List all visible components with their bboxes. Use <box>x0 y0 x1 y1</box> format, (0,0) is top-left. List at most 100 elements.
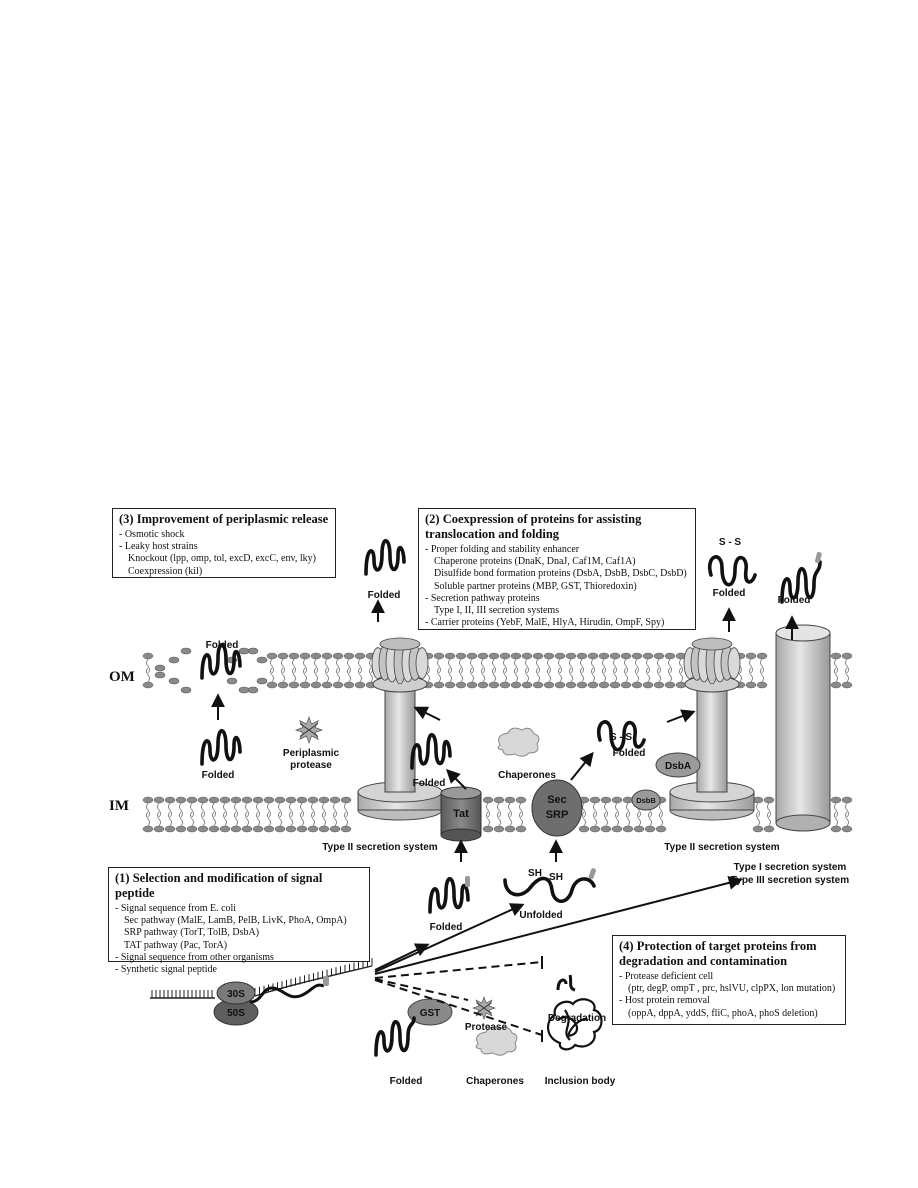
lipid-head <box>285 796 297 804</box>
lipid-tail <box>292 667 296 683</box>
lipid-head <box>642 652 654 660</box>
lipid-head <box>142 652 154 660</box>
lipid-head <box>433 681 445 689</box>
lipid-head <box>752 825 764 833</box>
lipid-head <box>197 796 209 804</box>
lipid-head <box>354 681 366 689</box>
lipid-head <box>499 652 511 660</box>
lipid-tail <box>303 658 307 674</box>
box4-title-1: (4) Protection of target proteins from <box>619 939 817 953</box>
lipid-head <box>631 652 643 660</box>
lipid-tail <box>245 802 249 818</box>
lipid-tail <box>459 667 463 683</box>
dsbb-protein <box>631 789 661 811</box>
protease-cross <box>299 723 319 737</box>
lipid-tail <box>303 667 307 683</box>
nascent-signal-peptide <box>323 976 329 986</box>
lipid-head <box>841 681 853 689</box>
dsbb-label: DsbB <box>636 796 656 805</box>
box1-line: - Synthetic signal peptide <box>115 964 217 976</box>
label-folded-disulfide-extracellular: Folded <box>713 588 746 599</box>
lipid-tail <box>580 658 584 674</box>
lipid-head <box>756 652 768 660</box>
lipid-tail <box>626 811 630 827</box>
box1-line: SRP pathway (TorT, TolB, DsbA) <box>124 927 260 939</box>
lipid-tail <box>157 802 161 818</box>
lipid-head <box>277 652 289 660</box>
lipid-tail <box>267 811 271 827</box>
lipid-head <box>488 652 500 660</box>
lipid-tail <box>615 802 619 818</box>
lipid-head <box>142 796 154 804</box>
lipid-head <box>576 652 588 660</box>
lipid-tail <box>845 811 849 827</box>
lipid-tail <box>470 667 474 683</box>
lipid-head <box>532 681 544 689</box>
lipid-tail <box>657 667 661 683</box>
lipid-tail <box>486 811 490 827</box>
lipid-head <box>477 652 489 660</box>
label-type2-left: Type II secretion system <box>322 842 438 853</box>
lipid-tail <box>437 658 441 674</box>
lipid-head <box>565 681 577 689</box>
lipid-tail <box>845 667 849 683</box>
lipid-head <box>745 652 757 660</box>
lipid-tail <box>223 811 227 827</box>
label-protease: Protease <box>465 1022 508 1033</box>
lipid-head <box>277 681 289 689</box>
lipid-tail <box>508 811 512 827</box>
lipid-tail <box>492 658 496 674</box>
lipid-head <box>515 796 527 804</box>
lipid-tail <box>659 802 663 818</box>
lipid-head <box>263 796 275 804</box>
lipid-tail <box>311 811 315 827</box>
lipid-head <box>477 681 489 689</box>
lipid-head <box>763 825 775 833</box>
box2-line: - Proper folding and stability enhancer <box>425 544 580 555</box>
lipid-head <box>288 652 300 660</box>
signal-peptide-unfolded <box>588 868 596 880</box>
label-ss-extracellular: S - S <box>719 537 742 548</box>
ribosome-30s <box>216 981 256 1005</box>
lipid-head <box>153 825 165 833</box>
lipid-head <box>587 652 599 660</box>
lipid-head <box>252 825 264 833</box>
lipid-tail <box>503 658 507 674</box>
tat-label: Tat <box>453 808 469 820</box>
lipid-head <box>321 652 333 660</box>
lipid-head <box>841 652 853 660</box>
lipid-tail <box>325 667 329 683</box>
lipid-tail <box>569 667 573 683</box>
lipid-head <box>576 681 588 689</box>
lipid-tail <box>358 658 362 674</box>
box2-line: - Secretion pathway proteins <box>425 592 540 604</box>
label-chaperones-cytoplasm: Chaperones <box>466 1076 524 1087</box>
lipid-tail <box>300 802 304 818</box>
lipid-tail <box>325 658 329 674</box>
lipid-head <box>493 796 505 804</box>
lipid-tail <box>179 811 183 827</box>
lipid-tail <box>525 658 529 674</box>
lipid-head <box>230 825 242 833</box>
lipid-head <box>611 825 623 833</box>
lipid-head <box>444 652 456 660</box>
label-chaperones-periplasm: Chaperones <box>498 770 556 781</box>
lipid-tail <box>591 667 595 683</box>
label-folded-type1: Folded <box>778 595 811 606</box>
lipid-head <box>510 652 522 660</box>
lipid-tail <box>333 811 337 827</box>
unfolded-protein <box>503 876 596 904</box>
box4-title-2: degradation and contamination <box>619 954 788 968</box>
lipid-head <box>288 681 300 689</box>
lipid-tail <box>536 658 540 674</box>
type1-3-secretion-channel <box>775 624 831 832</box>
lipid-head <box>307 825 319 833</box>
lipid-tail <box>322 811 326 827</box>
lipid-tail <box>212 802 216 818</box>
lipid-tail <box>569 658 573 674</box>
lipid-tail <box>234 811 238 827</box>
protease-cross <box>476 1002 492 1014</box>
label-inclusion-body: Inclusion body <box>545 1076 616 1087</box>
inclusion-body <box>547 998 603 1051</box>
label-degradation: Degradation <box>548 1013 606 1024</box>
